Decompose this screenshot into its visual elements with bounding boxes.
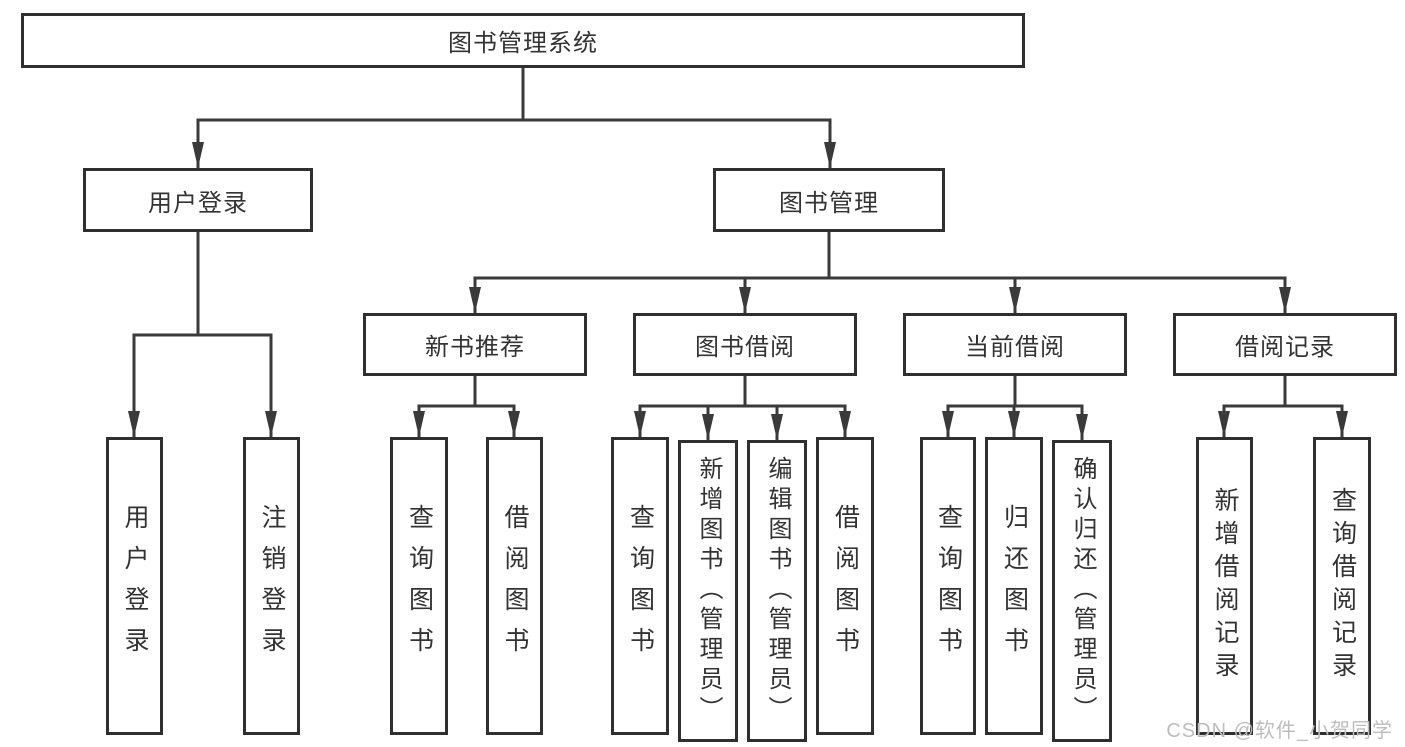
leaf-return-books: 归还图书 — [985, 437, 1043, 735]
leaf-user-login: 用户登录 — [106, 437, 163, 735]
leaf-confirm-return-admin: 确认归还（管理员） — [1052, 440, 1112, 742]
leaf-query-books-current: 查询图书 — [920, 437, 976, 735]
node-user-login: 用户登录 — [83, 168, 313, 232]
node-borrow-records: 借阅记录 — [1173, 313, 1397, 376]
node-book-management: 图书管理 — [713, 168, 945, 232]
node-new-book-recommend: 新书推荐 — [363, 313, 587, 376]
leaf-query-books-borrowing: 查询图书 — [611, 437, 669, 735]
node-book-borrowing: 图书借阅 — [633, 313, 857, 376]
leaf-query-books-recommend: 查询图书 — [390, 437, 448, 735]
node-current-borrowing: 当前借阅 — [903, 313, 1127, 376]
leaf-borrow-books-recommend: 借阅图书 — [486, 437, 543, 735]
leaf-add-book-admin: 新增图书（管理员） — [678, 440, 738, 742]
leaf-edit-book-admin: 编辑图书（管理员） — [747, 440, 807, 742]
node-root: 图书管理系统 — [21, 13, 1025, 68]
leaf-borrow-books-borrowing: 借阅图书 — [816, 437, 874, 735]
leaf-add-borrow-record: 新增借阅记录 — [1196, 437, 1253, 735]
csdn-watermark: CSDN @软件_小贺同学 — [1166, 720, 1393, 742]
leaf-logout: 注销登录 — [243, 437, 300, 735]
leaf-query-borrow-record: 查询借阅记录 — [1313, 437, 1371, 735]
